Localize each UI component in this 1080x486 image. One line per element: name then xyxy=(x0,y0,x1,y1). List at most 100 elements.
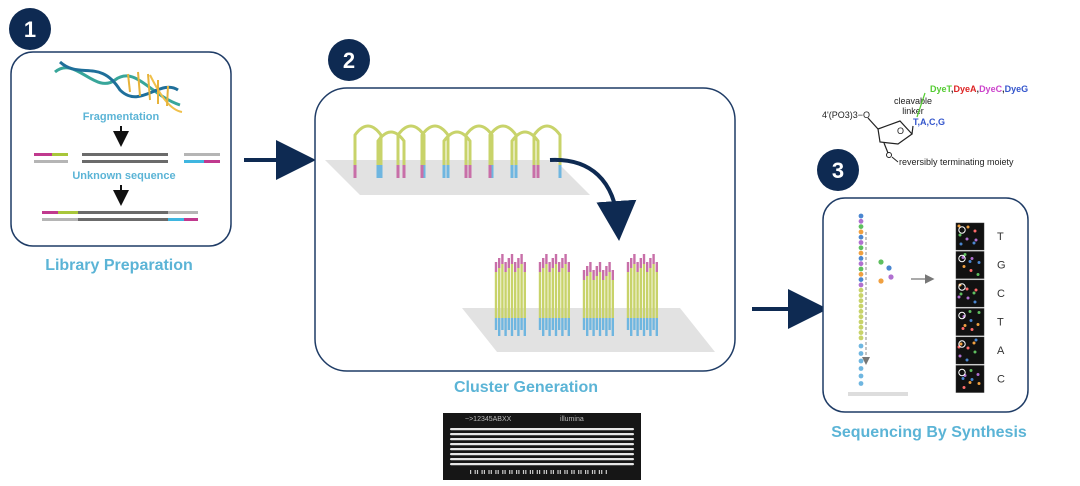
barcode-tick xyxy=(532,470,534,474)
barcode-tick xyxy=(525,470,527,474)
base-call-letter: T xyxy=(997,317,1004,329)
step-1-number: 1 xyxy=(24,17,36,42)
nucleotide-bead xyxy=(858,303,864,309)
flowcell-lane xyxy=(450,428,634,431)
barcode-tick xyxy=(578,470,580,474)
barcode-tick xyxy=(573,470,575,474)
nucleotide-bead xyxy=(858,213,864,219)
bridge-strand xyxy=(510,130,540,178)
barcode-tick xyxy=(552,470,554,474)
flowcell-brand: illumina xyxy=(560,416,584,423)
cluster-dot xyxy=(969,269,973,272)
barcode-tick xyxy=(564,470,566,474)
highlighted-cluster xyxy=(958,311,966,320)
dye-t-label: DyeT xyxy=(930,84,953,94)
barcode-tick xyxy=(598,470,600,474)
nucleotide-bead xyxy=(858,277,864,282)
barcode-tick xyxy=(476,470,479,474)
barcode-tick xyxy=(571,470,573,474)
nucleotide-bead xyxy=(858,261,864,267)
curved-process-arrow xyxy=(549,157,637,241)
nucleotide-bead xyxy=(858,224,864,230)
cluster-dot xyxy=(976,323,980,326)
cluster-dot xyxy=(969,319,973,322)
nucleotide-bead xyxy=(858,266,864,272)
nucleotide-bead xyxy=(858,256,864,261)
flowcell-lane xyxy=(450,443,634,446)
cluster-dot xyxy=(976,273,980,276)
nucleotide-bead xyxy=(858,319,864,325)
dna-fragments xyxy=(34,153,220,163)
step-2-badge: 2 xyxy=(328,39,370,81)
terminating-moiety-label: reversibly terminating moiety xyxy=(899,157,1014,167)
barcode-tick xyxy=(490,470,492,474)
bridge-amplification-strands xyxy=(353,124,562,178)
base-call-letter: C xyxy=(997,374,1005,386)
barcode-tick xyxy=(536,470,538,474)
barcode-tick xyxy=(550,470,552,474)
nucleotide-bead xyxy=(858,330,864,335)
barcode-tick xyxy=(502,470,504,474)
cluster-dot xyxy=(966,296,970,300)
step-1-badge: 1 xyxy=(9,8,51,50)
barcode-tick xyxy=(511,470,513,474)
step-1-box xyxy=(10,51,232,247)
dna-clusters xyxy=(494,254,658,336)
flowcell-lanes xyxy=(450,428,634,466)
nucleotide-bead xyxy=(858,309,864,314)
fragmentation-label: Fragmentation xyxy=(83,111,160,123)
nucleotide-bead xyxy=(858,298,864,304)
cluster-dot xyxy=(973,350,977,354)
nucleotide-bead xyxy=(858,282,864,288)
reversible-terminator-structure: DyeT,DyeA,DyeC,DyeG cleavable linker T,A… xyxy=(822,84,1028,167)
cluster-dot xyxy=(959,342,963,346)
cluster-dot xyxy=(974,238,978,242)
linker-label-line2: linker xyxy=(902,106,924,116)
cluster-dot xyxy=(961,327,965,330)
base-call-letter: G xyxy=(997,260,1006,272)
flowcell-surface-top xyxy=(325,160,590,195)
cluster-dot xyxy=(957,224,961,228)
step-2-panel xyxy=(314,87,736,372)
nucleotide-bead xyxy=(858,245,864,251)
nucleotide-bead xyxy=(858,234,864,240)
nucleotide-bead xyxy=(858,287,864,293)
nucleotide-bead xyxy=(858,240,864,245)
barcode-tick xyxy=(594,470,596,474)
cluster-dot xyxy=(977,311,981,314)
barcode-tick xyxy=(529,470,531,474)
phosphate-label: 4'(PO3)3−O xyxy=(822,110,870,120)
step-2-label: Cluster Generation xyxy=(454,379,598,396)
flowcell-lane xyxy=(450,453,634,456)
bridge-strand xyxy=(396,124,426,178)
cluster-dot xyxy=(966,346,970,350)
highlighted-cluster xyxy=(958,340,966,348)
flowcell-lane xyxy=(450,448,634,451)
bases-label: T,A,C,G xyxy=(913,117,945,127)
free-nucleotides xyxy=(878,259,894,284)
step-2-number: 2 xyxy=(343,48,355,73)
cluster-dot xyxy=(972,241,976,245)
barcode-tick xyxy=(559,470,561,474)
barcode-tick xyxy=(474,470,476,474)
base-call-letter: A xyxy=(997,345,1005,357)
barcode-tick xyxy=(488,470,490,474)
barcode-tick xyxy=(585,470,587,474)
flowcell-barcode: ~>12345ABXX xyxy=(465,416,512,423)
adapter-bead xyxy=(858,351,864,356)
cluster-dot xyxy=(961,256,965,259)
barcode-tick xyxy=(557,470,559,474)
cluster-dot xyxy=(970,378,974,381)
barcode-tick xyxy=(587,470,589,474)
nucleotide-bead xyxy=(858,218,864,224)
bridge-strand xyxy=(532,124,562,178)
unknown-sequence-label: Unknown sequence xyxy=(72,170,175,182)
highlighted-cluster xyxy=(958,254,966,263)
step-1-label: Library Preparation xyxy=(45,257,193,274)
barcode-tick xyxy=(566,470,568,474)
barcode-tick xyxy=(605,470,607,474)
nucleotide-bead xyxy=(858,293,864,298)
svg-text:O: O xyxy=(897,126,904,136)
barcode-tick xyxy=(483,470,485,474)
